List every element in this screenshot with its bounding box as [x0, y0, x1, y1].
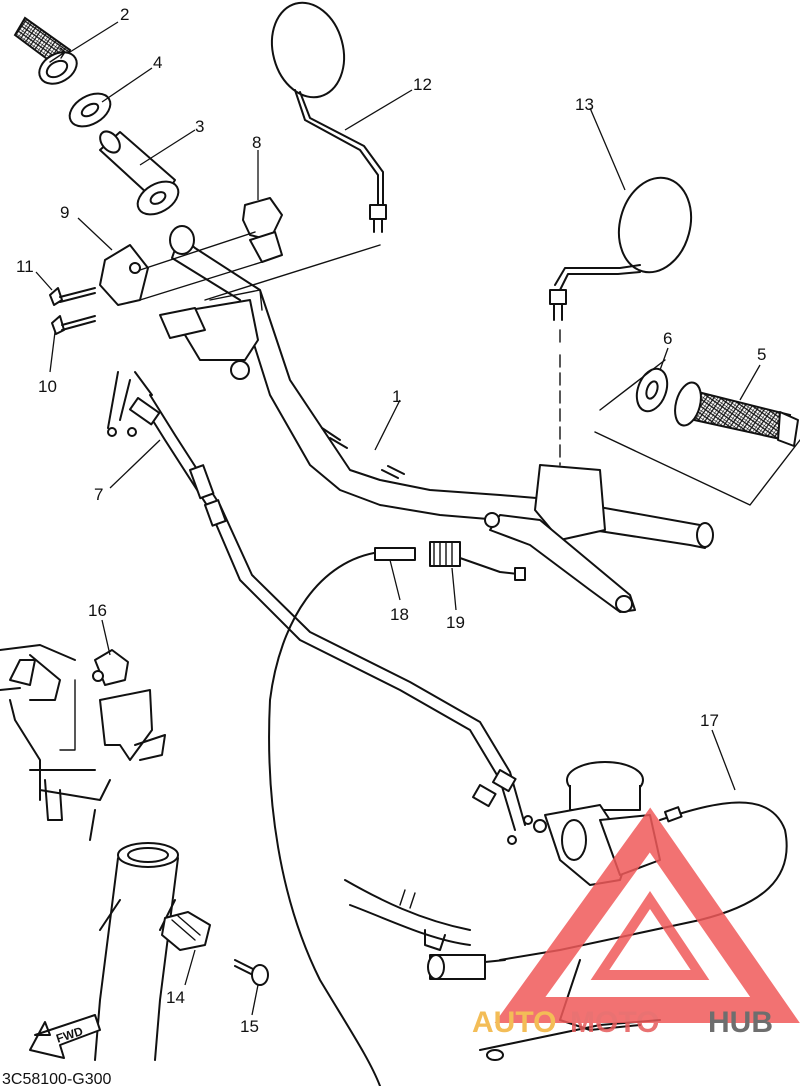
- callout-7: 7: [94, 485, 103, 504]
- callout-17: 17: [700, 711, 719, 730]
- leader-lines: [35, 21, 761, 1016]
- screw-upper: [49, 287, 96, 306]
- throttle-housing-upper: [242, 197, 283, 263]
- frame-brackets: [0, 644, 166, 841]
- callout-5: 5: [757, 345, 766, 364]
- callout-labels: 1 2 3 4 5 6 7 8 9 10 11 12 13 14 15 16 1…: [16, 5, 766, 1036]
- callout-12: 12: [413, 75, 432, 94]
- callout-15: 15: [240, 1017, 259, 1036]
- callout-9: 9: [60, 203, 69, 222]
- callout-18: 18: [390, 605, 409, 624]
- alignment-lines: [139, 231, 381, 301]
- right-mirror: [549, 176, 693, 466]
- fwd-arrow: FWD: [29, 1014, 101, 1059]
- callout-2: 2: [120, 5, 129, 24]
- cable-clamp: [92, 649, 129, 686]
- bolt: [234, 959, 269, 986]
- callout-11: 11: [16, 257, 34, 276]
- left-grip: [13, 16, 78, 85]
- watermark-hub: HUB: [708, 1006, 773, 1039]
- front-fork: [94, 842, 179, 1061]
- handlebar: [169, 225, 714, 549]
- throttle-cables: [107, 371, 533, 845]
- switch-unit: [161, 911, 211, 951]
- callout-16: 16: [88, 601, 107, 620]
- diagram-code: 3C58100-G300: [2, 1071, 112, 1086]
- grip-plane: [594, 359, 800, 506]
- right-grip: [674, 381, 799, 447]
- callout-8: 8: [252, 133, 261, 152]
- watermark-moto: MOTO: [570, 1006, 659, 1039]
- callout-4: 4: [153, 53, 162, 72]
- left-mirror: [270, 1, 387, 233]
- callout-19: 19: [446, 613, 465, 632]
- callout-6: 6: [663, 329, 672, 348]
- watermark-auto: AUTO: [472, 1006, 556, 1039]
- left-control-housing: [159, 289, 263, 380]
- right-washer: [635, 367, 669, 413]
- choke-cable: [268, 541, 788, 1086]
- callout-1: 1: [392, 387, 401, 406]
- screw-lower: [51, 315, 96, 335]
- throttle-housing-lower: [99, 244, 149, 306]
- watermark-logo: AUTO MOTO HUB: [472, 807, 800, 1039]
- callout-13: 13: [575, 95, 594, 114]
- callout-10: 10: [38, 377, 57, 396]
- throttle-grip-tube: [99, 130, 180, 216]
- washer: [68, 92, 112, 128]
- callout-14: 14: [166, 988, 185, 1007]
- right-lever-assembly: [484, 464, 636, 613]
- callout-3: 3: [195, 117, 204, 136]
